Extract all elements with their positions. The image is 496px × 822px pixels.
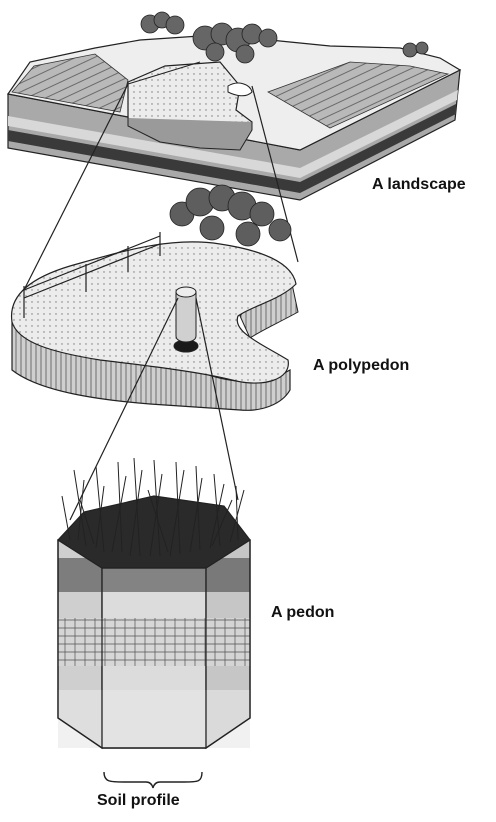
soil-profile-bracket xyxy=(104,772,202,788)
pedon-block xyxy=(58,458,250,748)
soil-profile-label: Soil profile xyxy=(97,792,180,810)
landscape-block xyxy=(8,12,460,200)
landscape-label: A landscape xyxy=(372,176,466,194)
polypedon-pedon-core xyxy=(174,287,198,352)
pedon-horizon-c xyxy=(58,690,250,748)
pedon-label: A pedon xyxy=(271,604,334,622)
polypedon-block xyxy=(12,185,298,410)
polypedon-label: A polypedon xyxy=(313,357,409,375)
pedon-horizon-b xyxy=(58,618,250,666)
